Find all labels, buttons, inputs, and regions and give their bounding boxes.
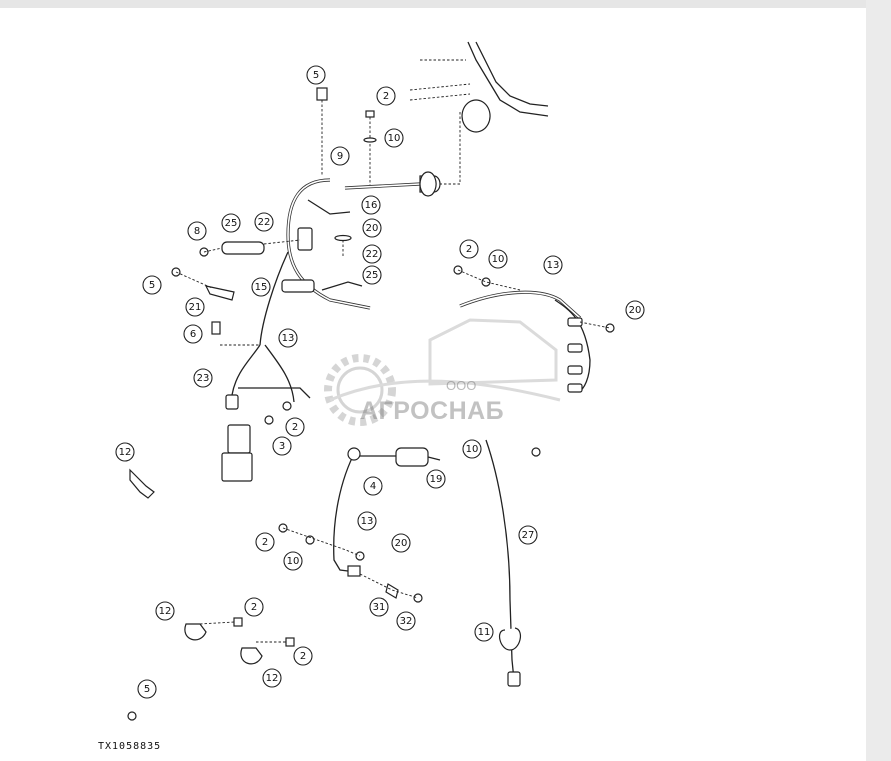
callout-3: 3 <box>272 436 292 456</box>
callout-13: 13 <box>357 511 377 531</box>
callout-label: 13 <box>361 516 374 527</box>
callout-19: 19 <box>426 469 446 489</box>
callout-2: 2 <box>244 597 264 617</box>
callout-label: 9 <box>337 151 343 162</box>
watermark-prefix: ООО <box>446 378 477 393</box>
callout-label: 12 <box>159 606 172 617</box>
callout-label: 32 <box>400 616 413 627</box>
callout-2: 2 <box>255 532 275 552</box>
callout-9: 9 <box>330 146 350 166</box>
callout-label: 10 <box>287 556 300 567</box>
callout-10: 10 <box>283 551 303 571</box>
callout-label: 2 <box>383 91 389 102</box>
callout-label: 12 <box>266 673 279 684</box>
callout-label: 23 <box>197 373 210 384</box>
callout-label: 25 <box>225 218 238 229</box>
callout-label: 22 <box>366 249 379 260</box>
callout-label: 25 <box>366 270 379 281</box>
callout-label: 2 <box>251 602 257 613</box>
callout-2: 2 <box>285 417 305 437</box>
callout-10: 10 <box>488 249 508 269</box>
callout-label: 15 <box>255 282 268 293</box>
callout-label: 10 <box>492 254 505 265</box>
callout-label: 5 <box>313 70 319 81</box>
callout-label: 11 <box>478 627 491 638</box>
callout-label: 16 <box>365 200 378 211</box>
callout-4: 4 <box>363 476 383 496</box>
callout-label: 31 <box>373 602 386 613</box>
callout-label: 6 <box>190 329 196 340</box>
callout-16: 16 <box>361 195 381 215</box>
callout-6: 6 <box>183 324 203 344</box>
callout-25: 25 <box>362 265 382 285</box>
callout-5: 5 <box>306 65 326 85</box>
callout-label: 4 <box>370 481 376 492</box>
callout-15: 15 <box>251 277 271 297</box>
lower-harness <box>278 439 522 687</box>
callout-5: 5 <box>137 679 157 699</box>
callout-8: 8 <box>187 221 207 241</box>
top-bar <box>0 0 891 8</box>
callout-label: 2 <box>300 651 306 662</box>
callout-label: 22 <box>258 217 271 228</box>
callout-32: 32 <box>396 611 416 631</box>
callout-label: 20 <box>366 223 379 234</box>
callout-label: 8 <box>194 226 200 237</box>
callout-2: 2 <box>293 646 313 666</box>
callout-label: 12 <box>119 447 132 458</box>
callout-label: 19 <box>430 474 443 485</box>
callout-20: 20 <box>391 533 411 553</box>
callout-25: 25 <box>221 213 241 233</box>
right-harness <box>453 265 615 457</box>
watermark-name: АГРОСНАБ <box>360 397 505 425</box>
callout-20: 20 <box>362 218 382 238</box>
callout-13: 13 <box>278 328 298 348</box>
callout-label: 27 <box>522 530 535 541</box>
callout-10: 10 <box>384 128 404 148</box>
callout-22: 22 <box>362 244 382 264</box>
frame-lines <box>409 41 549 185</box>
callout-label: 10 <box>388 133 401 144</box>
callout-label: 13 <box>282 333 295 344</box>
callout-label: 2 <box>292 422 298 433</box>
callout-label: 5 <box>144 684 150 695</box>
callout-22: 22 <box>254 212 274 232</box>
callout-12: 12 <box>115 442 135 462</box>
watermark-logo <box>324 318 561 426</box>
callout-5: 5 <box>142 275 162 295</box>
callout-label: 10 <box>466 444 479 455</box>
callout-2: 2 <box>376 86 396 106</box>
callout-12: 12 <box>262 668 282 688</box>
callout-label: 21 <box>189 302 202 313</box>
figure-id: TX1058835 <box>98 741 162 752</box>
diagram-sheet <box>0 8 866 761</box>
callout-11: 11 <box>474 622 494 642</box>
main-harness <box>171 87 441 482</box>
callout-label: 20 <box>395 538 408 549</box>
callout-13: 13 <box>543 255 563 275</box>
callout-27: 27 <box>518 525 538 545</box>
callout-label: 2 <box>466 244 472 255</box>
callout-label: 2 <box>262 537 268 548</box>
callout-23: 23 <box>193 368 213 388</box>
callout-label: 5 <box>149 280 155 291</box>
callout-21: 21 <box>185 297 205 317</box>
callout-label: 20 <box>629 305 642 316</box>
callout-label: 13 <box>547 260 560 271</box>
callout-31: 31 <box>369 597 389 617</box>
callout-12: 12 <box>155 601 175 621</box>
left-clips <box>127 468 295 721</box>
callout-10: 10 <box>462 439 482 459</box>
scroll-gutter <box>866 0 891 761</box>
callout-2: 2 <box>459 239 479 259</box>
callout-20: 20 <box>625 300 645 320</box>
callout-label: 3 <box>279 441 285 452</box>
